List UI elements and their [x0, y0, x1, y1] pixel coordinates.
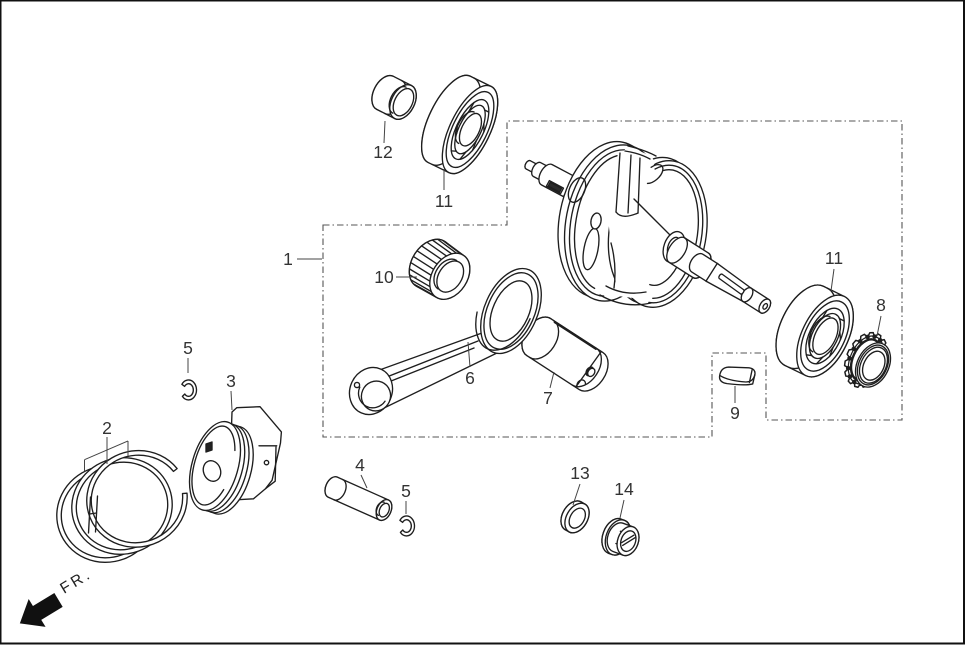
svg-text:4: 4: [355, 455, 365, 475]
svg-text:10: 10: [374, 267, 394, 287]
svg-text:13: 13: [570, 463, 589, 483]
svg-text:2: 2: [102, 418, 112, 438]
svg-text:6: 6: [465, 368, 475, 388]
svg-text:1: 1: [283, 249, 293, 269]
svg-text:5: 5: [183, 338, 193, 358]
svg-text:12: 12: [373, 142, 392, 162]
svg-text:11: 11: [435, 191, 453, 211]
svg-text:5: 5: [401, 481, 411, 501]
svg-text:7: 7: [543, 388, 553, 408]
svg-text:8: 8: [876, 295, 886, 315]
svg-text:9: 9: [730, 403, 740, 423]
svg-text:14: 14: [614, 479, 634, 499]
svg-text:3: 3: [226, 371, 236, 391]
svg-text:11: 11: [825, 248, 843, 268]
